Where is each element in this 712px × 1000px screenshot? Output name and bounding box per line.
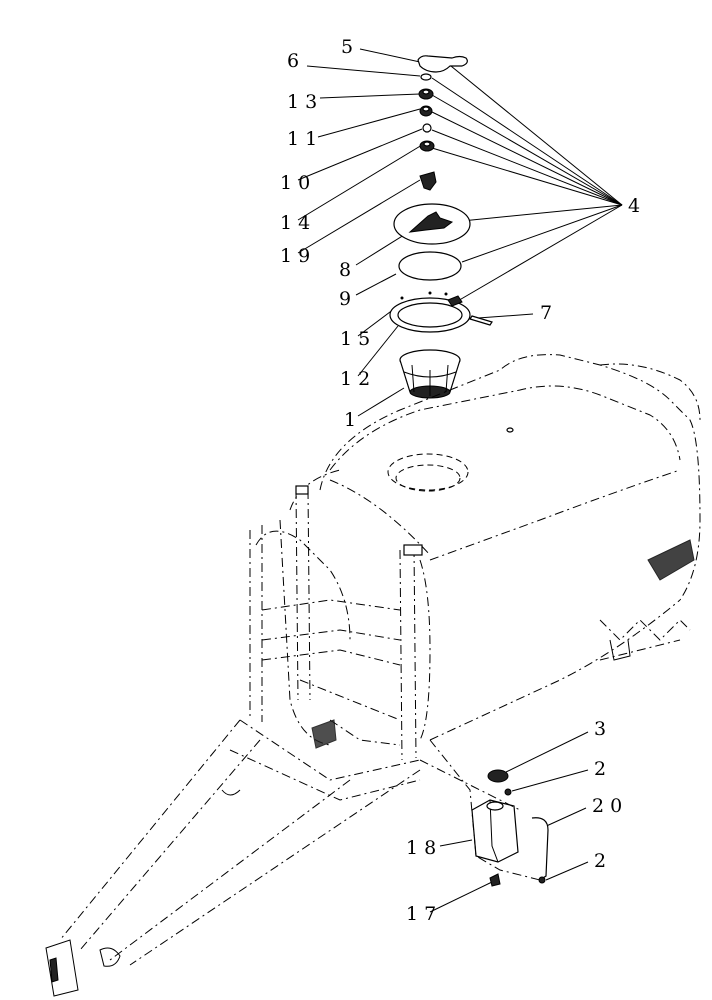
label-2-lower: 2 [594,850,612,872]
small-ring-part [420,73,432,81]
label-15: 15 [340,328,376,350]
pin-part [469,315,493,326]
label-7: 7 [540,302,558,324]
collar-ring-part [389,291,471,333]
label-10: 10 [280,172,316,194]
strap-part [531,817,549,881]
callout-labels: 5 6 13 11 10 14 19 8 9 15 12 1 4 7 3 2 2… [280,36,646,925]
label-5: 5 [341,36,359,58]
frame-outline [249,485,423,761]
label-3: 3 [594,718,612,740]
lid-parts [389,55,493,399]
label-19: 19 [280,245,316,267]
label-4: 4 [628,195,646,217]
label-12: 12 [340,368,376,390]
label-14: 14 [280,212,316,234]
lower-parts [419,739,549,887]
label-11: 11 [287,128,323,150]
strainer-basket-part [399,349,461,399]
label-6: 6 [287,50,305,72]
container-part [471,799,519,863]
label-13: 13 [287,91,323,113]
spacer-part [422,123,432,133]
label-1: 1 [344,409,362,431]
container-cap-part [487,769,509,783]
label-20: 20 [592,795,628,817]
handle-part [417,55,468,73]
tank-outline [279,354,701,746]
label-18: 18 [406,837,442,859]
label-2-upper: 2 [594,758,612,780]
bolt-part [419,171,437,191]
fitting-part [489,873,501,887]
tongue-outline [45,719,421,997]
label-17: 17 [406,903,442,925]
gasket-part [398,251,462,281]
label-8: 8 [339,259,357,281]
leader-lines [297,48,623,913]
label-9: 9 [339,288,357,310]
